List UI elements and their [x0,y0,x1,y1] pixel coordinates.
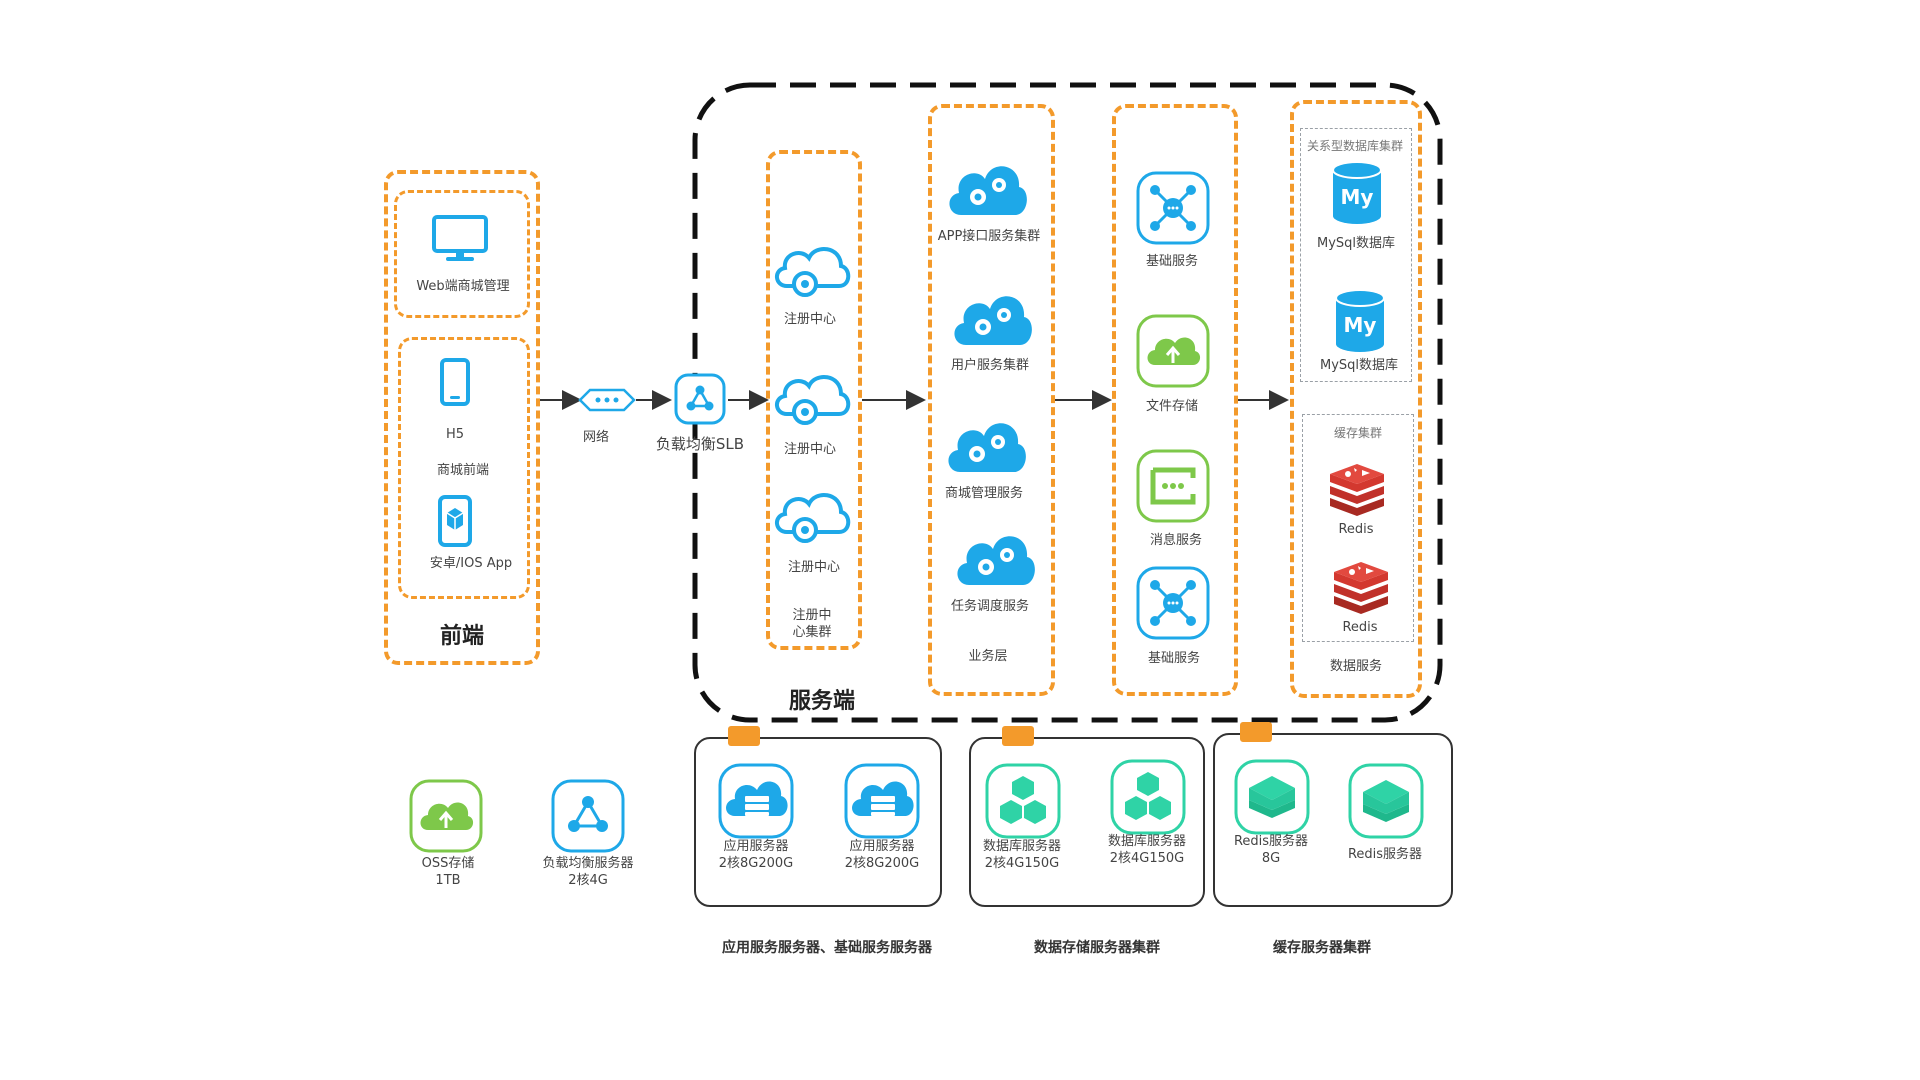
web-mall-label: Web端商城管理 [416,279,510,294]
redis-icon-2 [1334,562,1388,614]
app-cluster-caption: 应用服务服务器、基础服务服务器 [722,940,932,956]
cache-title: 缓存集群 [1333,426,1383,440]
redis-icon-1 [1330,464,1384,516]
oss-name: OSS存储 [421,856,475,871]
base-label-2: 文件存储 [1145,399,1199,414]
server-frame [692,82,1443,723]
cache-server-name-2: Redis服务器 [1347,847,1423,862]
mall-frontend-label: 商城前端 [436,463,490,478]
registry-label-1: 注册中心 [783,312,837,327]
message-service-icon [1136,449,1210,523]
business-footer: 业务层 [968,649,1008,664]
base-label-1: 基础服务 [1145,254,1199,269]
mysql-label-1: MySql数据库 [1316,236,1396,251]
oss-spec: 1TB [435,873,461,888]
app-server-spec-1: 2核8G200G [718,856,794,871]
redis-label-2: Redis [1342,620,1378,635]
registry-cloud-icon-3 [775,493,851,543]
redis-label-1: Redis [1338,522,1374,537]
db-server-name-2: 数据库服务器 [1107,834,1187,849]
server-title: 服务端 [788,689,856,714]
mysql-icon-1: My [1332,161,1382,224]
app-server-icon-2 [844,763,920,839]
cache-server-name-1: Redis服务器 [1233,834,1309,849]
svg-text:My: My [1341,185,1374,209]
h5-label: H5 [445,427,465,442]
cluster-tab-3 [1240,722,1272,742]
registry-footer: 注册中 心集群 [792,608,832,640]
oss-storage-icon [409,779,483,853]
db-server-cluster [969,737,1205,907]
frontend-group [384,170,540,665]
slb-label: 负载均衡SLB [655,435,745,453]
gear-cloud-icon-4 [957,536,1035,585]
base-service-icon-2 [1136,566,1210,640]
mysql-icon-2: My [1335,289,1385,352]
gear-cloud-icon-1 [949,166,1027,215]
cache-server-spec-1: 8G [1261,851,1281,866]
app-server-name-1: 应用服务器 [723,839,789,854]
db-server-spec-1: 2核4G150G [984,856,1060,871]
lb-server-icon [551,779,625,853]
db-server-icon-2 [1110,759,1186,835]
cache-server-cluster [1213,733,1453,907]
lb-server-name: 负载均衡服务器 [542,856,634,871]
db-server-icon-1 [985,763,1061,839]
cache-cluster-caption: 缓存服务器集群 [1273,940,1371,956]
app-phone-icon [438,495,472,547]
cache-group [1302,414,1414,642]
svg-text:My: My [1344,313,1377,337]
lb-server-spec: 2核4G [568,873,608,888]
business-label-2: 用户服务集群 [950,358,1030,373]
network-label: 网络 [582,430,610,445]
base-label-4: 基础服务 [1147,651,1201,666]
frontend-title: 前端 [439,624,485,649]
monitor-icon [432,215,488,261]
business-label-4: 任务调度服务 [950,599,1030,614]
registry-label-2: 注册中心 [783,442,837,457]
business-label-3: 商城管理服务 [944,486,1024,501]
relational-db-title: 关系型数据库集群 [1306,139,1404,153]
app-server-name-2: 应用服务器 [849,839,915,854]
frontend-web-group [394,190,530,318]
phone-icon [440,358,470,406]
gear-cloud-icon-3 [948,423,1026,472]
base-service-icon-1 [1136,171,1210,245]
data-services-group [1290,100,1422,698]
registry-group [766,150,862,650]
gear-cloud-icon-2 [954,296,1032,345]
network-icon [578,388,636,412]
db-server-name-1: 数据库服务器 [982,839,1062,854]
business-group [928,104,1055,696]
app-server-icon-1 [718,763,794,839]
load-balancer-icon [674,373,726,425]
business-label-1: APP接口服务集群 [937,229,1041,244]
mysql-label-2: MySql数据库 [1319,358,1399,373]
app-label: 安卓/IOS App [429,556,513,571]
cluster-tab-1 [728,726,760,746]
cache-server-icon-2 [1348,763,1424,839]
relational-db-group [1300,128,1412,382]
registry-cloud-icon-2 [775,375,851,425]
app-server-spec-2: 2核8G200G [844,856,920,871]
file-storage-icon [1136,314,1210,388]
frontend-mobile-group [398,337,530,599]
cluster-tab-2 [1002,726,1034,746]
base-label-3: 消息服务 [1149,533,1203,548]
data-services-footer: 数据服务 [1329,659,1383,674]
registry-cloud-icon-1 [775,247,851,297]
registry-label-3: 注册中心 [787,560,841,575]
base-services-group [1112,104,1238,696]
app-server-cluster [694,737,942,907]
cache-server-icon-1 [1234,759,1310,835]
db-server-spec-2: 2核4G150G [1109,851,1185,866]
db-cluster-caption: 数据存储服务器集群 [1034,940,1160,956]
